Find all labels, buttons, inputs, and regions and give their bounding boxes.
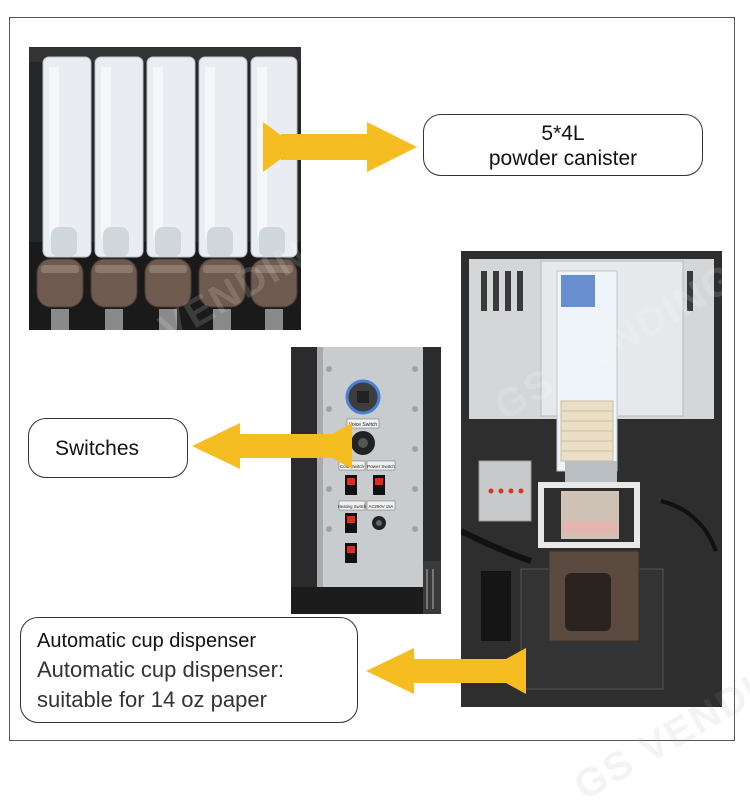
canister-capacity-text: 5*4L	[541, 122, 585, 145]
switch-panel-photo: Voice Switch Cold Switch Power Switch He…	[291, 347, 441, 614]
cup-dispenser-callout: Automatic cup dispenser Automatic cup di…	[20, 617, 358, 723]
canister-name-text: powder canister	[488, 147, 638, 170]
breaker-label: AC250V 15A	[369, 504, 394, 509]
switch-panel-illustration: Voice Switch Cold Switch Power Switch He…	[291, 347, 441, 614]
powder-canister-illustration	[29, 47, 301, 330]
cup-dispenser-illustration	[461, 251, 722, 707]
switches-callout: Switches	[28, 418, 188, 478]
arrow-right-canister	[263, 122, 417, 172]
cup-dispenser-description-line2: suitable for 14 oz paper	[37, 687, 267, 712]
cup-dispenser-description-line1: Automatic cup dispenser:	[37, 657, 285, 682]
cup-dispenser-title: Automatic cup dispenser	[37, 630, 257, 652]
switches-label: Switches	[55, 437, 140, 460]
powder-canister-photo	[29, 47, 301, 330]
arrow-left-switches	[192, 423, 352, 469]
power-switch-label: Power Switch	[367, 464, 395, 469]
voice-switch-label: Voice Switch	[349, 422, 378, 428]
cup-dispenser-photo	[461, 251, 722, 707]
image-frame	[9, 17, 735, 741]
cold-switch-label: Cold Switch	[340, 464, 365, 469]
arrow-left-cup-dispenser	[366, 648, 526, 694]
powder-canister-callout: 5*4L powder canister	[423, 114, 703, 176]
heating-switch-label: Heating Switch	[338, 504, 367, 509]
